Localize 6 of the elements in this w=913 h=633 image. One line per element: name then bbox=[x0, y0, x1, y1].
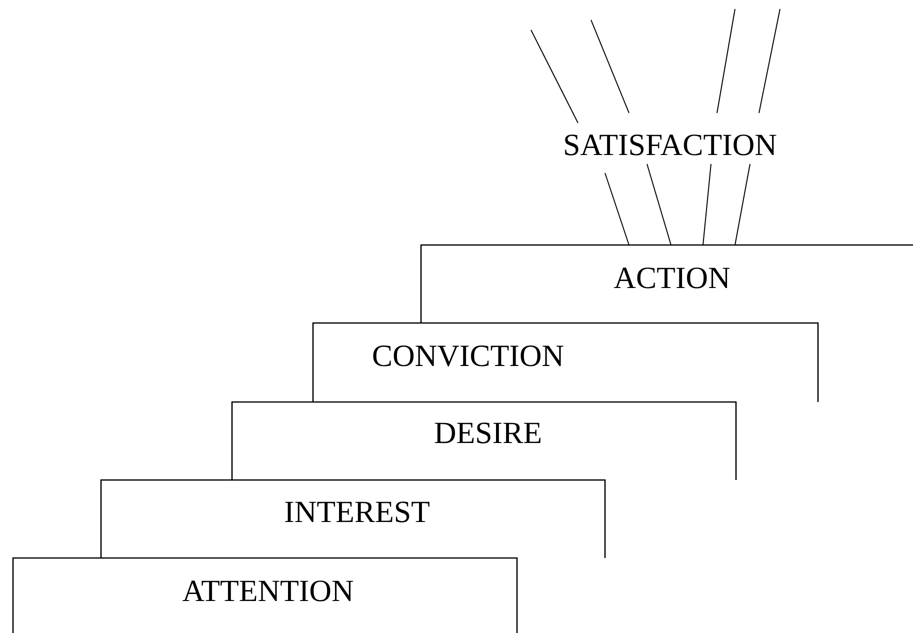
step-box: ACTION bbox=[420, 244, 913, 323]
label-text: SATISFACTION bbox=[565, 134, 776, 156]
step-box: CONVICTION bbox=[312, 322, 819, 402]
step-box: ATTENTION bbox=[12, 557, 518, 633]
step-box: DESIRE bbox=[231, 401, 737, 480]
step-box: INTEREST bbox=[100, 479, 606, 558]
